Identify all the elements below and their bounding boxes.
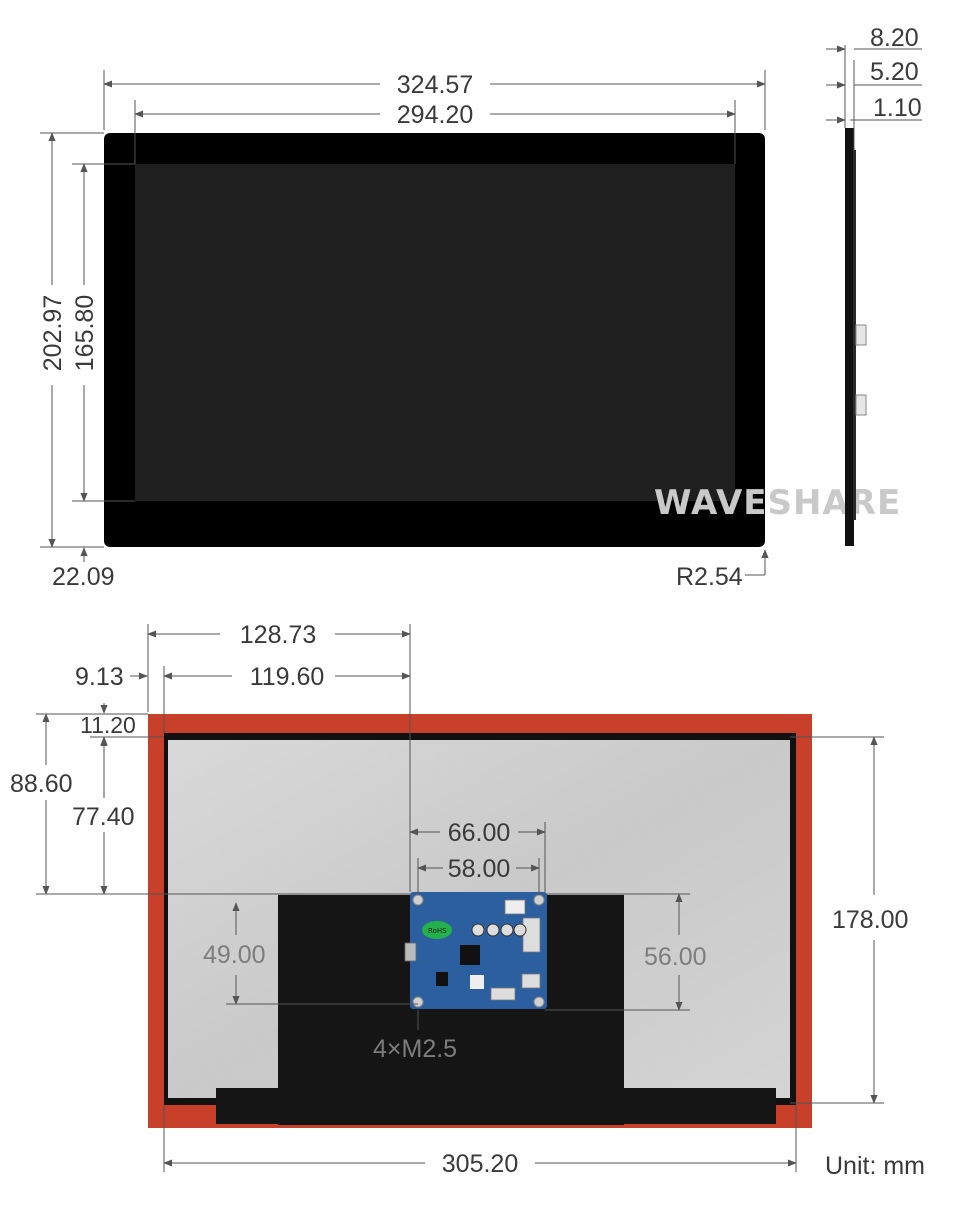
front-view: WAVESHARE 324.57 294.20 202.97 165.80 22… — [39, 70, 901, 591]
back-view: RoHS 128.73 119.60 9.13 — [10, 621, 925, 1180]
dim-corner-radius: R2.54 — [676, 563, 743, 591]
dim-active-width: 294.20 — [397, 101, 473, 129]
dim-hole-spacing-y-outer: 56.00 — [644, 943, 707, 971]
side-profile — [845, 128, 854, 546]
screw-spec: 4×M2.5 — [373, 1035, 457, 1063]
dim-hole-spacing-x-outer: 66.00 — [448, 819, 511, 847]
screen-active-area — [135, 164, 735, 501]
rohs-badge — [422, 921, 452, 939]
dim-overall-height: 202.97 — [39, 295, 67, 371]
dim-top-edge-offset: 11.20 — [80, 712, 136, 738]
dim-hole-offset-inner: 119.60 — [250, 663, 325, 691]
unit-label: Unit: mm — [825, 1152, 925, 1180]
rohs-label: RoHS — [428, 927, 447, 935]
dim-hole-spacing-x-inner: 58.00 — [448, 855, 511, 883]
dim-hole-height-outer: 88.60 — [10, 770, 73, 798]
dim-back-height: 178.00 — [832, 906, 908, 934]
dim-hole-offset-outer: 128.73 — [240, 621, 316, 649]
dim-total-thickness: 8.20 — [870, 24, 919, 52]
dim-bottom-bezel: 22.09 — [52, 563, 115, 591]
dim-hole-height-inner: 77.40 — [72, 803, 135, 831]
side-view: 8.20 5.20 1.10 — [826, 24, 922, 546]
dim-overall-width: 324.57 — [397, 71, 473, 99]
dim-hole-spacing-y-inner: 49.00 — [203, 941, 266, 969]
side-connector-2 — [855, 394, 867, 416]
dim-glass-thickness: 1.10 — [873, 94, 922, 122]
dim-back-width: 305.20 — [442, 1150, 518, 1178]
side-connector-1 — [855, 324, 867, 346]
dim-left-edge-offset: 9.13 — [75, 663, 124, 691]
dim-panel-thickness: 5.20 — [870, 58, 919, 86]
dim-active-height: 165.80 — [71, 295, 99, 371]
back-bottom-strip — [216, 1088, 776, 1124]
watermark: WAVESHARE — [654, 483, 901, 523]
driver-board: RoHS — [404, 892, 547, 1009]
